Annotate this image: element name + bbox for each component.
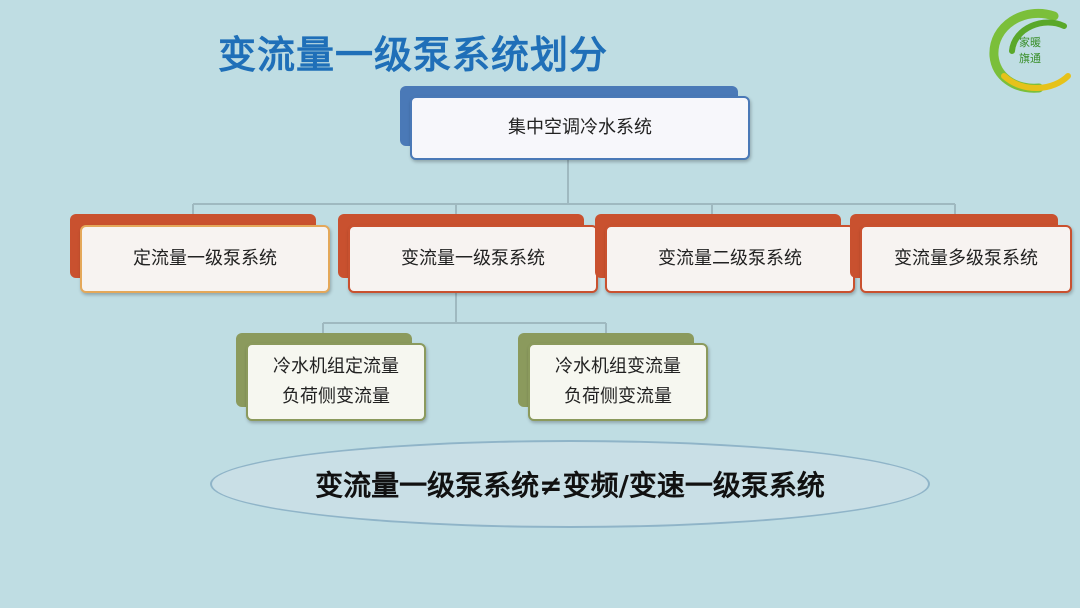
note-ellipse: 变流量一级泵系统≠变频/变速一级泵系统 [210, 440, 930, 528]
page-title: 变流量一级泵系统划分 [218, 33, 609, 77]
node-level2-4-label: 变流量多级泵系统 [860, 225, 1072, 293]
node-level2-3-label: 变流量二级泵系统 [605, 225, 855, 293]
node-root-label: 集中空调冷水系统 [410, 96, 750, 160]
company-logo: 家暖 旗通 [989, 8, 1071, 93]
node-level3-2-line1: 冷水机组变流量 [555, 356, 681, 377]
node-level3-2-line2: 负荷侧变流量 [564, 386, 672, 407]
node-level3-1-line1: 冷水机组定流量 [273, 356, 399, 377]
note-text: 变流量一级泵系统≠变频/变速一级泵系统 [315, 469, 825, 502]
node-level3-1-line2: 负荷侧变流量 [282, 386, 390, 407]
node-level3-2-label: 冷水机组变流量 负荷侧变流量 [528, 343, 708, 421]
logo-text-2: 旗通 [1019, 51, 1041, 65]
node-level2-2-label: 变流量一级泵系统 [348, 225, 598, 293]
node-level3-1-label: 冷水机组定流量 负荷侧变流量 [246, 343, 426, 421]
node-level2-1-label: 定流量一级泵系统 [80, 225, 330, 293]
logo-text-1: 家暖 [1019, 35, 1041, 49]
